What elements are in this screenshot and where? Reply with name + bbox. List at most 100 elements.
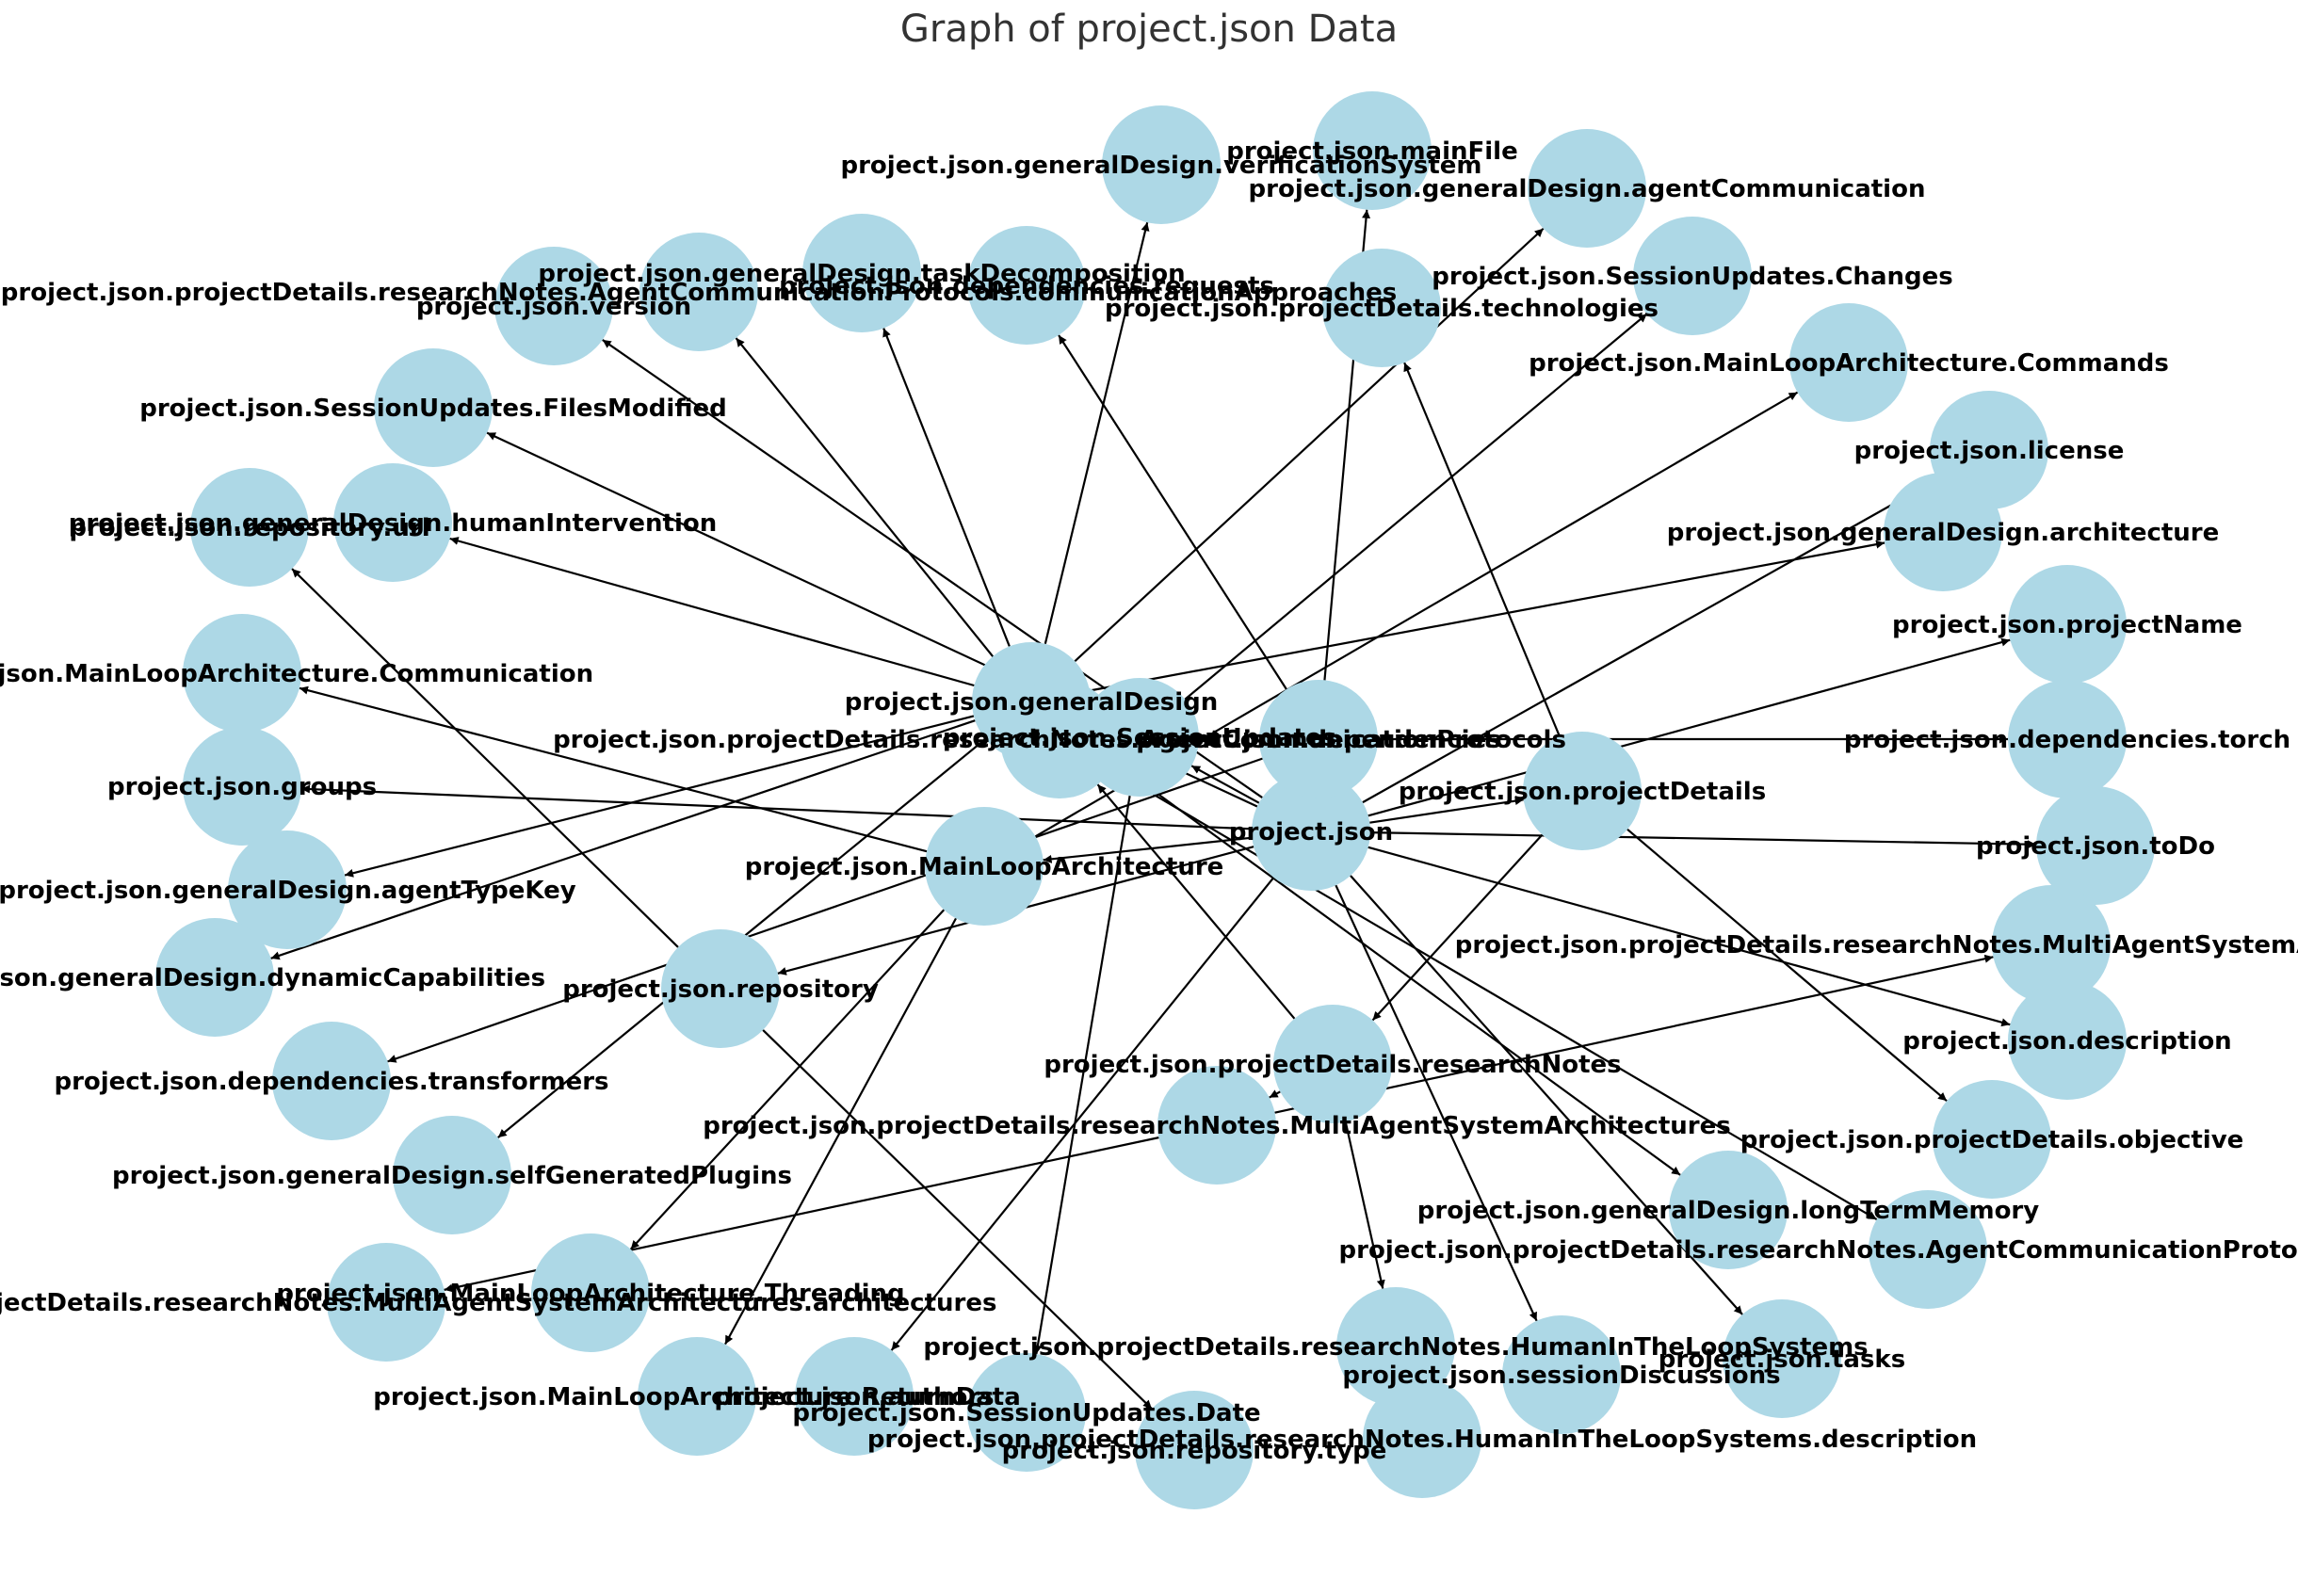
- node-projDetails: [1523, 732, 1642, 850]
- node-sessDate: [967, 1353, 1086, 1472]
- node-label-deps: project.json.dependencies: [1136, 726, 1500, 754]
- node-deps: [1259, 680, 1378, 798]
- node-returnData: [638, 1337, 756, 1456]
- node-toDo: [2036, 786, 2155, 905]
- node-mainLoop: [925, 807, 1044, 926]
- node-label-longTerm: project.json.generalDesign.longTermMemor…: [1417, 1197, 2039, 1225]
- node-label-mainFile: project.json.mainFile: [1226, 137, 1517, 166]
- node-agentComm: [1528, 129, 1646, 248]
- node-label-version: project.json.version: [416, 293, 691, 321]
- node-label-genDesign: project.json.generalDesign: [845, 688, 1219, 717]
- node-groups: [183, 727, 301, 846]
- node-label-masa: project.json.projectDetails.researchNote…: [703, 1112, 1731, 1140]
- edge-root-license: [1362, 477, 1938, 804]
- node-objective: [1933, 1080, 2051, 1199]
- edge-researchNotes-hitl: [1344, 1121, 1385, 1289]
- edge-acp-acpBottom: [1109, 767, 1878, 1221]
- edge-genDesign-verif: [1044, 221, 1150, 645]
- node-label-description: project.json.description: [1902, 1027, 2231, 1056]
- node-label-selfGen: project.json.generalDesign.selfGenerated…: [112, 1162, 792, 1190]
- edge-mainLoop-threading: [629, 909, 946, 1250]
- node-label-verif: project.json.generalDesign.verificationS…: [840, 152, 1481, 180]
- edge-acp-acpTop: [735, 337, 1024, 694]
- node-label-toDo: project.json.toDo: [1976, 832, 2215, 861]
- node-label-filesMod: project.json.SessionUpdates.FilesModifie…: [139, 395, 727, 423]
- node-label-hitl: project.json.projectDetails.researchNote…: [923, 1333, 1868, 1362]
- edge-root-toDo: [1369, 831, 2037, 849]
- node-masaRight: [1992, 885, 2111, 1004]
- edge-root-projDetails: [1369, 797, 1524, 824]
- node-label-agentTypeKey: project.json.generalDesign.agentTypeKey: [0, 877, 576, 905]
- edge-root-sessDisc: [1335, 884, 1538, 1322]
- node-label-tasks: project.json.tasks: [1659, 1346, 1905, 1374]
- edge-projDetails-technologies: [1403, 362, 1561, 737]
- edge-genDesign-humanInt: [449, 537, 975, 687]
- node-filesMod: [374, 348, 493, 467]
- chart-title: Graph of project.json Data: [899, 8, 1399, 51]
- node-researchNotes: [1273, 1005, 1392, 1123]
- node-label-sessDate: project.json.SessionUpdates.Date: [792, 1399, 1260, 1427]
- node-root: [1252, 772, 1370, 891]
- edges-layer: [270, 209, 2037, 1410]
- node-label-mainLoop: project.json.MainLoopArchitecture: [745, 853, 1224, 881]
- node-masa: [1157, 1066, 1276, 1185]
- edge-deps-transformers: [387, 757, 1263, 1063]
- edge-deps-depsReq: [1058, 334, 1287, 690]
- edge-genDesign-arch: [1089, 540, 1885, 692]
- edge-mainLoop-mlComm: [299, 685, 928, 853]
- node-commands: [1789, 303, 1908, 422]
- node-authors: [795, 1337, 914, 1456]
- node-label-groups: project.json.groups: [107, 773, 377, 801]
- nodes-layer: [155, 91, 2155, 1509]
- node-label-repoType: project.json.repository.type: [1002, 1437, 1387, 1465]
- node-arch: [1884, 473, 2002, 591]
- node-hitl: [1336, 1287, 1455, 1406]
- node-threading: [531, 1233, 650, 1352]
- node-label-masaArch: project.json.projectDetails.researchNote…: [0, 1289, 996, 1317]
- node-label-taskDecomp: project.json.generalDesign.taskDecomposi…: [538, 260, 1185, 288]
- edge-repo-repoUrl: [291, 568, 679, 948]
- node-humanInt: [333, 463, 452, 582]
- edge-sessUpd-changes: [1184, 313, 1648, 701]
- node-label-sessUpd: project.json.SessionUpdates: [943, 724, 1336, 752]
- node-selfGen: [393, 1116, 511, 1234]
- node-label-sessDisc: project.json.sessionDiscussions: [1342, 1362, 1780, 1390]
- node-mlComm: [183, 614, 301, 733]
- edge-root-mainLoop: [1043, 836, 1253, 863]
- node-acp: [1000, 680, 1119, 798]
- node-label-acpTop: project.json.projectDetails.researchNote…: [1, 279, 1397, 307]
- edge-masa-masaRight: [1274, 954, 1994, 1114]
- edge-root-projName: [1367, 637, 2011, 817]
- node-label-acpBottom: project.json.projectDetails.researchNote…: [1339, 1236, 2298, 1265]
- node-label-returnData: project.json.MainLoopArchitecture.Return…: [373, 1383, 1021, 1411]
- node-label-torch: project.json.dependencies.torch: [1844, 726, 2290, 754]
- node-label-threading: project.json.MainLoopArchitecture.Thread…: [276, 1280, 904, 1308]
- node-torch: [2008, 680, 2127, 798]
- edge-root-groups: [300, 784, 1253, 830]
- node-label-license: project.json.license: [1854, 437, 2125, 465]
- node-label-hitlDesc: project.json.projectDetails.researchNote…: [867, 1426, 1977, 1454]
- node-label-acp: project.json.projectDetails.researchNote…: [553, 726, 1566, 754]
- node-taskDecomp: [802, 214, 921, 332]
- edge-researchNotes-acp: [1096, 783, 1296, 1020]
- labels-layer: project.jsonproject.json.generalDesignpr…: [0, 137, 2298, 1465]
- edge-genDesign-dynCap: [270, 719, 976, 960]
- node-depsReq: [967, 226, 1086, 345]
- node-version: [494, 247, 613, 365]
- node-label-humanInt: project.json.generalDesign.humanInterven…: [69, 509, 718, 538]
- edge-projDetails-objective: [1626, 828, 1948, 1103]
- node-technologies: [1322, 249, 1441, 367]
- node-verif: [1102, 105, 1221, 224]
- node-transformers: [272, 1022, 391, 1140]
- node-dynCap: [155, 918, 274, 1037]
- edge-researchNotes-masa: [1269, 1089, 1281, 1099]
- node-acpBottom: [1869, 1190, 1987, 1309]
- node-label-agentComm: project.json.generalDesign.agentCommunic…: [1249, 175, 1926, 203]
- node-label-technologies: project.json.projectDetails.technologies: [1105, 295, 1659, 323]
- node-label-dynCap: project.json.generalDesign.dynamicCapabi…: [0, 964, 545, 992]
- node-repoUrl: [190, 468, 309, 587]
- node-tasks: [1723, 1299, 1841, 1418]
- edge-genDesign-agentTypeKey: [344, 715, 975, 878]
